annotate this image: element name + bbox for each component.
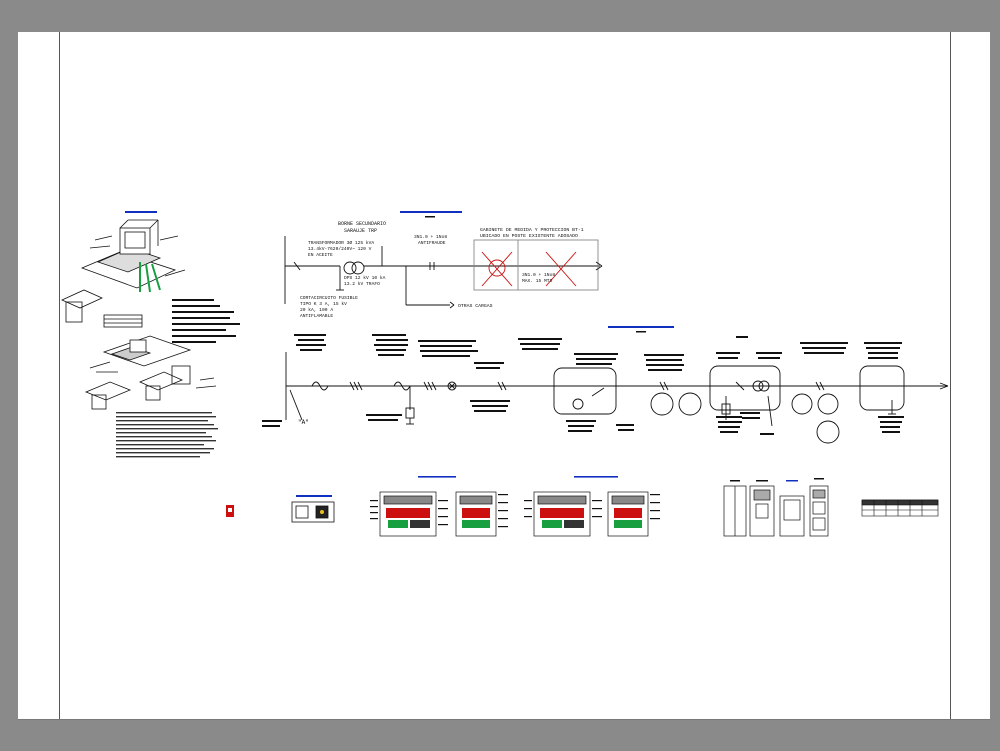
cutout-label-4: ANTIFLAMABLE [300, 313, 333, 319]
main-diagram-annotations [262, 334, 904, 435]
cutout-label-3: 20 kA, 100 A [300, 307, 333, 313]
secondary-terminal-label-2: SARAUJE TRP [344, 228, 377, 234]
board-elevations [370, 476, 660, 537]
transformer-label-2: 13.4kV-7620/240V~ 120 V [308, 246, 372, 252]
general-notes [116, 412, 218, 458]
cabinet-title-1: GABINETE DE MEDIDA Y PROTECCION BT-1 [480, 227, 584, 233]
cutout-label-1: CORTACIRCUITO FUSIBLE [300, 295, 358, 301]
cabinet-title-2: UBICADO EN POSTE EXISTENTE ADOSADO [480, 233, 578, 239]
dps-label-2: 13.2 kV TRAFO [344, 281, 380, 287]
single-line-diagram-main [285, 326, 949, 444]
single-line-diagram-top [284, 211, 603, 309]
sheet-frame-right [950, 32, 951, 720]
sheet-frame-bottom [18, 719, 990, 720]
cabinet-elevations [723, 478, 829, 537]
isometric-detail-bottom [84, 335, 217, 410]
cable-bottom-label: 3N1.0 + 1No8 [522, 272, 555, 278]
secondary-terminal-label: BORNE SECUNDARIO [338, 221, 386, 227]
panel-detail-small [291, 495, 335, 523]
cable-bottom-label-2: MAX. 15 MTS [522, 278, 553, 284]
notes-list-top [172, 299, 240, 343]
transformer-label-3: EN ACEITE [308, 252, 333, 258]
sheet-frame-left [59, 32, 60, 720]
cable-top-label: 3N1.0 + 1No8 [414, 234, 447, 240]
schedule-table [861, 499, 939, 517]
other-loads-label: OTRAS CARGAS [458, 303, 493, 309]
isometric-detail-top [61, 211, 186, 328]
dps-label-1: DPS 12 kV 10 kA [344, 275, 386, 281]
cutout-label-2: TIPO K 3 A, 15 kV [300, 301, 347, 307]
small-icon-left [226, 505, 234, 517]
marker-a: "A" [298, 419, 309, 426]
drawing-sheet [18, 32, 990, 720]
transformer-label-1: TRANSFORMADOR 3Ø 125 kVA [308, 239, 374, 246]
cable-top-label-2: ANTIFRAUDE [418, 240, 446, 246]
single-line-labels-top: BORNE SECUNDARIO SARAUJE TRP TRANSFORMAD… [300, 221, 584, 319]
